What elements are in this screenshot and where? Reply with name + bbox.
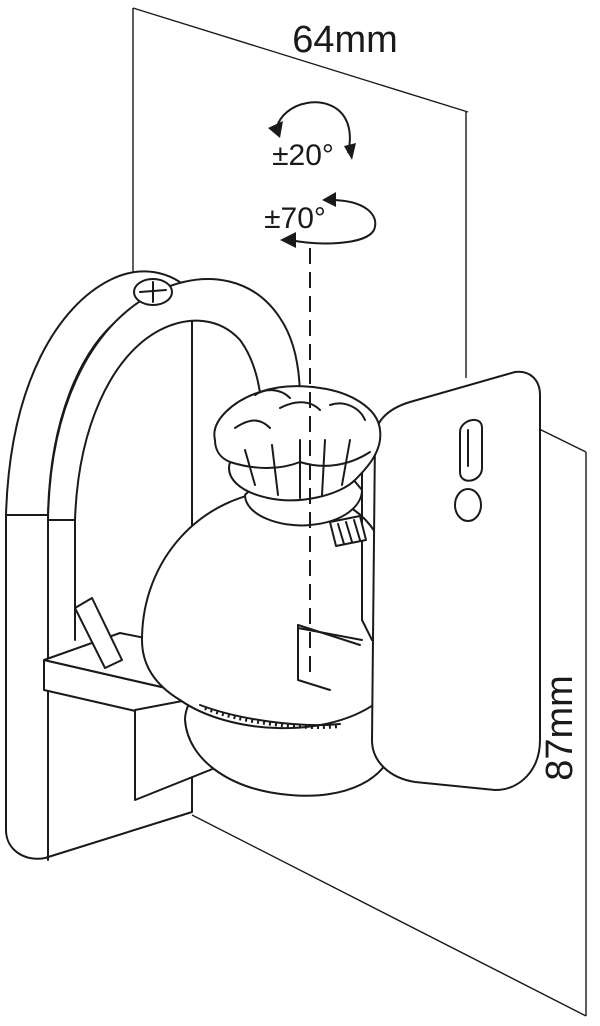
speaker-plate <box>297 370 541 791</box>
bracket-tab <box>74 597 123 669</box>
swivel-arrowhead-left <box>280 232 296 248</box>
plate-hole <box>454 488 482 522</box>
ball-joint <box>141 488 397 797</box>
width-dimension-line <box>132 7 469 113</box>
width-dimension: 64mm <box>132 7 469 378</box>
plate-slot <box>459 418 483 482</box>
swivel-arrowhead-top <box>322 192 336 207</box>
swivel-label: ±70° <box>264 202 326 235</box>
height-dimension: 87mm <box>191 397 587 1017</box>
tilt-label: ±20° <box>272 139 334 172</box>
tilt-arrowhead-left <box>268 121 283 138</box>
mount-arch <box>47 278 301 641</box>
height-extension-bottom <box>191 814 587 1017</box>
tilt-arrowhead-right <box>344 143 356 160</box>
speaker-plate-face <box>371 370 541 791</box>
width-label: 64mm <box>292 19 398 61</box>
ball-seam <box>199 704 341 727</box>
swivel-rotation-indicator: ±70° <box>264 192 377 248</box>
tilt-arc <box>275 101 351 153</box>
swivel-arc <box>289 199 377 245</box>
tilt-rotation-indicator: ±20° <box>268 101 356 172</box>
height-label: 87mm <box>539 675 581 781</box>
adjustment-knob <box>213 385 382 527</box>
